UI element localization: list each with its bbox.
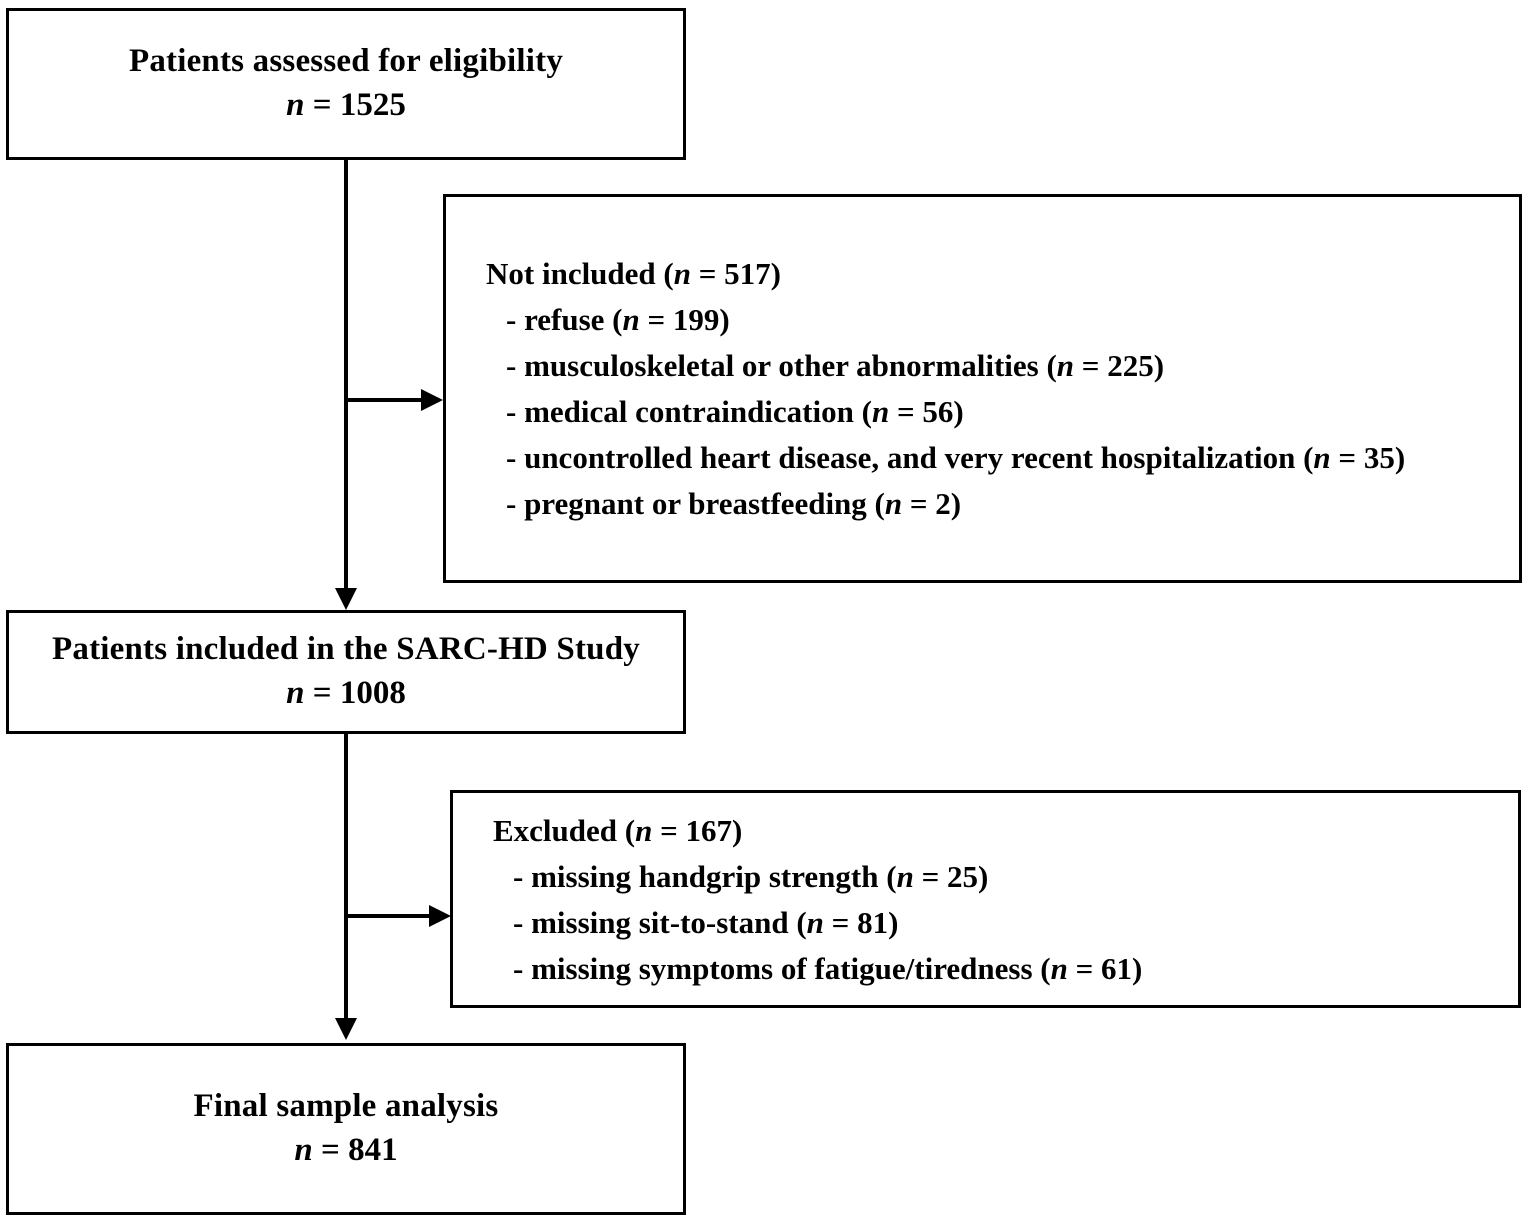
list-item: - missing symptoms of fatigue/tiredness … (513, 950, 1143, 986)
list-item: - musculoskeletal or other abnormalities… (506, 348, 1165, 383)
box-patients-included: Patients included in the SARC-HD Study n… (6, 610, 686, 734)
n-space-2 (340, 1132, 348, 1168)
box-excluded-header-label: Excluded ( (493, 812, 636, 848)
n-symbol: n (286, 675, 305, 711)
arrowhead-to-final (335, 1018, 357, 1040)
list-item: - missing handgrip strength (n = 25) (513, 858, 989, 894)
connector-included-to-final (344, 734, 348, 1022)
box-excluded: Excluded (n = 167) - missing handgrip st… (450, 790, 1521, 1008)
box-final-sample-label: Final sample analysis (193, 1088, 499, 1125)
arrowhead-not-included (421, 389, 443, 411)
list-item: - refuse (n = 199) (506, 302, 730, 337)
n-space (332, 87, 340, 123)
box-not-included-header-value: = 517) (698, 256, 781, 291)
box-patients-included-count: n = 1008 (286, 672, 406, 716)
list-item: - medical contraindication (n = 56) (506, 394, 964, 429)
arrowhead-to-included (335, 588, 357, 610)
n-equals (305, 87, 313, 123)
n-space-2 (332, 675, 340, 711)
connector-branch-excluded (344, 914, 434, 918)
box-final-sample-count: n = 841 (294, 1129, 397, 1173)
box-excluded-header-value: = 167) (660, 812, 743, 848)
n-operator: = (321, 1132, 340, 1168)
arrowhead-excluded (429, 905, 451, 927)
n-value: 1525 (339, 87, 406, 123)
n-operator: = (312, 675, 332, 711)
n-symbol: n (286, 87, 305, 123)
box-not-included-header: Not included (n = 517) (486, 258, 1511, 289)
list-item: - uncontrolled heart disease, and very r… (506, 440, 1406, 475)
n-space (313, 1132, 321, 1168)
list-item: - missing sit-to-stand (n = 81) (513, 904, 899, 940)
box-patients-assessed: Patients assessed for eligibility n = 15… (6, 8, 686, 160)
box-excluded-header-n: n (635, 812, 653, 848)
box-excluded-header: Excluded (n = 167) (493, 815, 1510, 846)
connector-branch-not-included (344, 398, 426, 402)
box-patients-assessed-label: Patients assessed for eligibility (128, 43, 564, 80)
list-item: - pregnant or breastfeeding (n = 2) (506, 486, 962, 521)
n-symbol: n (294, 1132, 313, 1168)
box-not-included-header-eq (691, 256, 699, 291)
box-patients-included-label: Patients included in the SARC-HD Study (52, 631, 640, 668)
box-not-included-header-n: n (673, 256, 691, 291)
n-space (305, 675, 313, 711)
n-operator: = (312, 87, 332, 123)
box-patients-assessed-count: n = 1525 (286, 84, 406, 128)
box-not-included: Not included (n = 517) - refuse (n = 199… (443, 194, 1522, 583)
box-not-included-header-label: Not included ( (486, 256, 674, 291)
n-value: 1008 (339, 675, 406, 711)
box-excluded-header-space (652, 813, 660, 848)
connector-assessed-to-included (344, 160, 348, 594)
box-final-sample: Final sample analysis n = 841 (6, 1043, 686, 1215)
n-value: 841 (348, 1132, 398, 1168)
